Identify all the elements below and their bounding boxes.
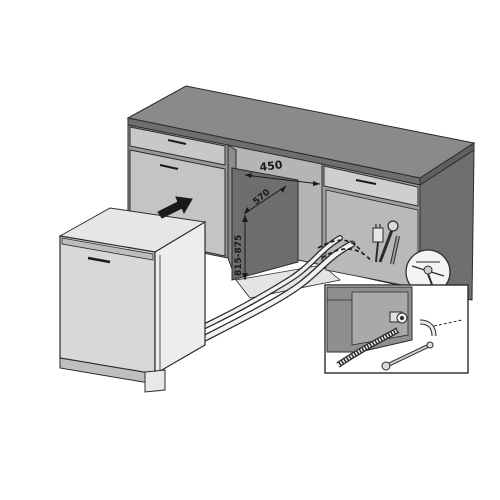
inset-drain-elbow	[419, 319, 463, 337]
drain-hose-inner	[202, 241, 355, 341]
left-drawer-handle	[167, 139, 187, 145]
water-tap-icon	[378, 220, 399, 263]
inset-connector	[389, 311, 408, 324]
cavity-right-side	[231, 167, 299, 281]
width-arrow-left	[245, 173, 252, 178]
hose-route-dashed-1	[317, 239, 363, 253]
dishwasher-handle	[87, 256, 111, 264]
arrow-icon	[157, 196, 193, 219]
width-dimension-line	[244, 174, 321, 185]
inlet-hose-inner	[203, 236, 342, 328]
dishwasher-side	[154, 220, 206, 376]
left-cabinet-drawer	[129, 126, 226, 166]
right-cabinet-drawer	[323, 165, 419, 207]
hose-route-dashed-2	[321, 248, 373, 263]
width-arrow-right	[313, 181, 320, 186]
inset-valve	[381, 341, 434, 371]
depth-arrow-high	[280, 186, 286, 193]
width-dimension-label: 450	[259, 158, 284, 174]
power-plug-icon	[372, 224, 384, 263]
height-dimension-label: 815-875	[234, 235, 244, 276]
left-door-handle	[159, 164, 179, 170]
height-arrow-top	[242, 215, 248, 222]
height-arrow-bottom	[242, 273, 248, 280]
depth-arrow-low	[244, 207, 250, 214]
drain-pipe-icon	[390, 235, 400, 265]
dishwasher-foot	[144, 369, 166, 393]
right-drawer-handle	[355, 179, 377, 185]
inset-hose-inner	[337, 328, 399, 367]
dishwasher-control-strip	[61, 237, 154, 261]
depth-dimension-line	[243, 185, 287, 215]
